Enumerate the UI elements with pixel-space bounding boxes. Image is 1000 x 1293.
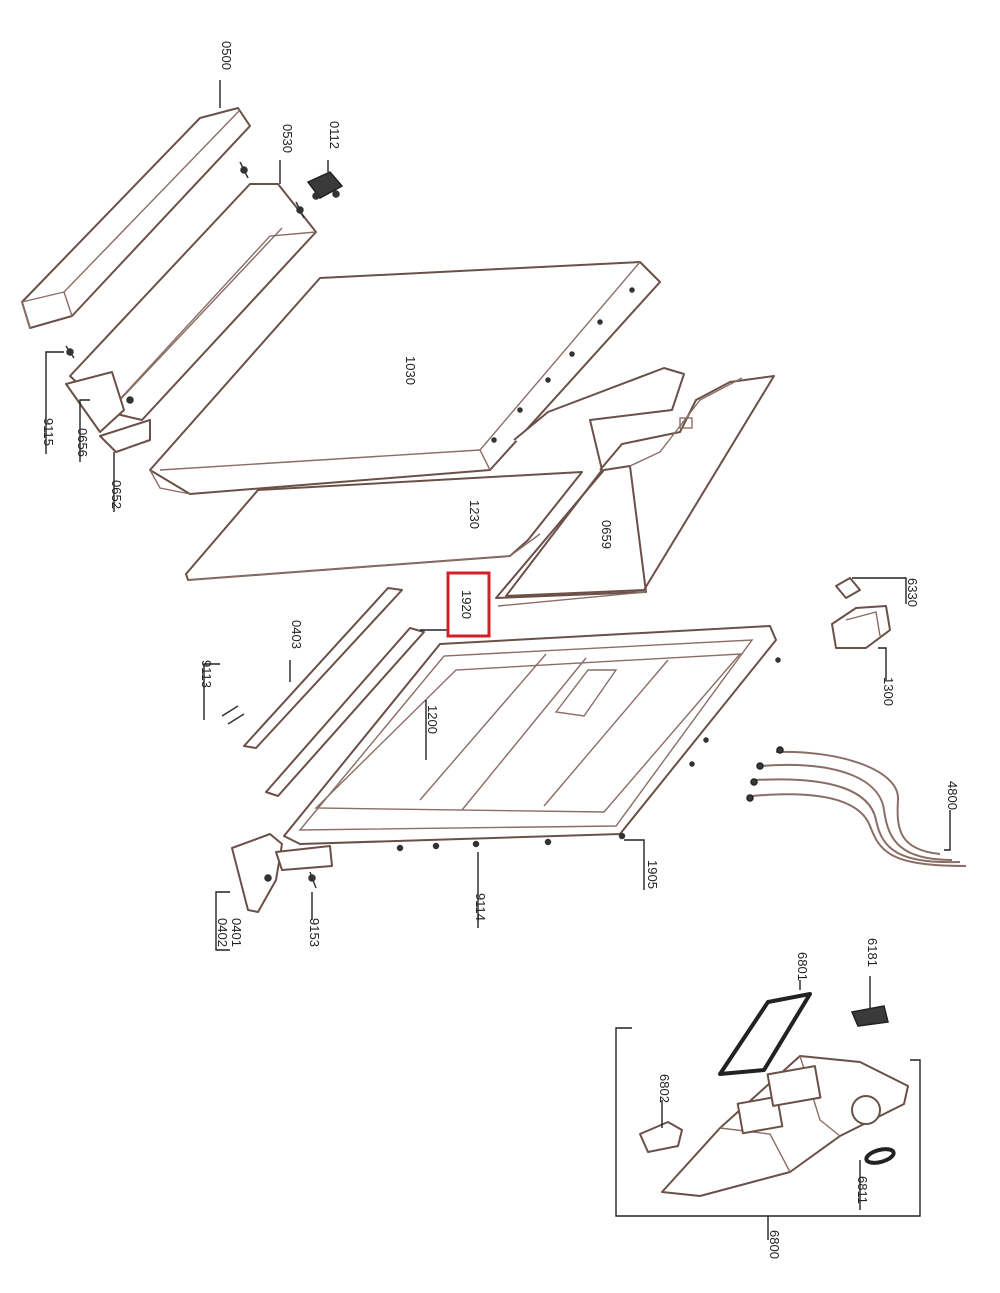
label-0402: 0402 xyxy=(215,918,230,947)
label-0656: 0656 xyxy=(75,428,90,457)
label-9114: 9114 xyxy=(473,893,488,921)
part-1030-door-panel xyxy=(149,261,661,495)
label-9113: 9113 xyxy=(199,660,214,688)
label-9153: 9153 xyxy=(307,918,322,947)
label-1030: 1030 xyxy=(403,356,418,385)
part-0659-insulation xyxy=(495,367,775,607)
label-1300: 1300 xyxy=(881,677,896,706)
label-1920: 1920 xyxy=(459,590,474,619)
label-6330: 6330 xyxy=(905,578,920,607)
label-0530: 0530 xyxy=(280,124,295,153)
part-1200-inner-door xyxy=(283,625,781,845)
label-6801: 6801 xyxy=(795,952,810,981)
part-1230-panel xyxy=(185,471,583,581)
label-1905: 1905 xyxy=(645,860,660,889)
label-4800: 4800 xyxy=(945,781,960,810)
part-6800-dispenser xyxy=(615,976,921,1240)
label-0112: 0112 xyxy=(327,121,342,149)
label-6800: 6800 xyxy=(767,1230,782,1259)
part-0530-panel xyxy=(69,160,317,421)
label-0652: 0652 xyxy=(109,480,124,509)
label-6181: 6181 xyxy=(865,938,880,967)
highlight-box xyxy=(446,571,491,638)
part-9113-screws xyxy=(203,663,245,725)
label-0659: 0659 xyxy=(599,520,614,549)
part-0656-bracket xyxy=(45,345,151,512)
label-1230: 1230 xyxy=(467,500,482,529)
part-9114-screws xyxy=(396,832,645,928)
part-0112-clip xyxy=(306,160,344,200)
label-0401: 0401 xyxy=(229,918,244,947)
part-0401-hinge xyxy=(215,833,333,951)
label-1200: 1200 xyxy=(425,705,440,734)
label-0500: 0500 xyxy=(219,41,234,70)
part-4800-harness xyxy=(746,746,967,867)
part-0500-trim xyxy=(21,80,251,329)
label-6802: 6802 xyxy=(657,1074,672,1103)
label-9115: 9115 xyxy=(41,418,56,446)
part-0403-strip xyxy=(243,587,425,797)
label-0403: 0403 xyxy=(289,620,304,649)
label-6811: 6811 xyxy=(855,1176,870,1204)
part-1300-lock xyxy=(831,577,907,680)
